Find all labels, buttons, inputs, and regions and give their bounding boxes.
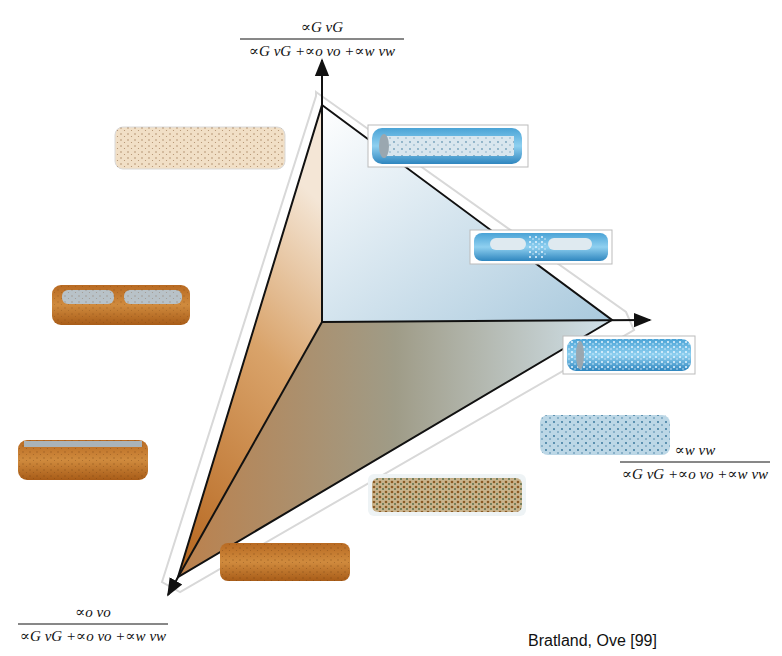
axis-label-numerator: ∝w vw bbox=[675, 441, 716, 459]
axis-label-numerator: ∝G vG bbox=[301, 18, 343, 36]
axis-label-denominator: ∝G vG +∝o vo +∝w vw bbox=[622, 465, 768, 483]
pipe-dispersed bbox=[540, 415, 670, 455]
pipe-emulsion bbox=[368, 474, 526, 516]
pipe-oil-slug bbox=[52, 285, 190, 325]
citation: Bratland, Ove [99] bbox=[528, 632, 657, 650]
pipe-slug bbox=[470, 230, 612, 264]
pipe-stratified bbox=[18, 440, 148, 480]
axis-label-denominator: ∝G vG +∝o vo +∝w vw bbox=[20, 627, 166, 645]
pipe-mist bbox=[115, 127, 285, 169]
pipe-annular bbox=[368, 125, 528, 167]
pipe-oil bbox=[220, 543, 350, 581]
axis-label-numerator: ∝o vo bbox=[75, 603, 111, 621]
axis-label-denominator: ∝G vG +∝o vo +∝w vw bbox=[249, 42, 395, 60]
pipe-bubbly bbox=[563, 336, 695, 374]
